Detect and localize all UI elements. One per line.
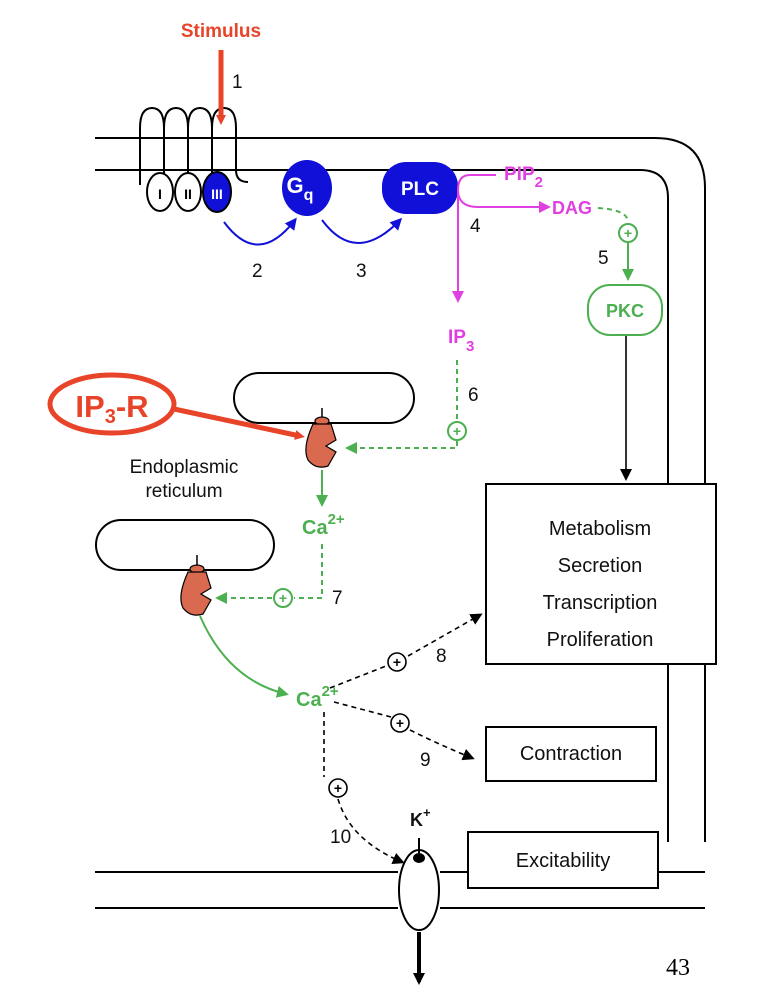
er-lower: [95, 519, 275, 571]
effect-box-cellular-processes: [485, 483, 717, 665]
arrow-gq-to-plc: [321, 217, 403, 244]
arrow-to-metabolism: [407, 613, 483, 657]
ip3r-callout-label: IP3-R: [75, 389, 148, 428]
arrow-lower-ip3r-to-ca: [199, 615, 289, 698]
step-number-7: 7: [332, 588, 343, 609]
arrow-pip2-to-ip3: [452, 174, 496, 303]
plus-circle-dag: [618, 223, 638, 243]
ip3r-callout: [47, 372, 177, 436]
arrow-to-k-channel: [337, 798, 405, 865]
plus-sign-ca: +: [279, 590, 287, 606]
gq-protein: [282, 160, 332, 216]
er-label-line2: reticulum: [145, 481, 222, 502]
plc-enzyme: [382, 162, 458, 214]
plc-label: PLC: [401, 179, 439, 200]
step-number-6: 6: [468, 385, 479, 406]
effect-transcription: Transcription: [543, 592, 658, 614]
step-number-5: 5: [598, 248, 609, 269]
dashed-plus-to-ip3r: [345, 441, 458, 454]
plus-sign-dag: +: [624, 225, 632, 241]
effect-metabolism: Metabolism: [549, 518, 651, 540]
stimulus-label: Stimulus: [181, 21, 261, 42]
cell-membrane: [95, 137, 706, 909]
k-ion-label: K+: [410, 805, 431, 830]
dashed-ca-to-plus-9: [333, 701, 392, 718]
plus-circle-ip3: [447, 421, 467, 441]
arrow-pip2-to-dag: [457, 189, 551, 213]
plus-circle-8: [387, 652, 407, 672]
step-number-8: 8: [436, 646, 447, 667]
receptor-loop-1: [146, 172, 174, 212]
receptor: I II III: [139, 106, 249, 213]
receptor-loop-2: [174, 172, 202, 212]
page-number: 43: [666, 955, 690, 981]
plus-sign-8: +: [393, 654, 401, 670]
pkc-enzyme: [587, 284, 663, 336]
er-label-line1: Endoplasmic: [130, 457, 239, 478]
plus-circle-9: [390, 713, 410, 733]
pkc-label: PKC: [606, 301, 644, 321]
ip3-receptor-upper: [305, 408, 337, 468]
effect-contraction: Contraction: [520, 743, 622, 765]
ip3-label: IP3: [448, 327, 474, 355]
step-number-3: 3: [356, 261, 367, 282]
effect-excitability: Excitability: [516, 850, 610, 872]
effect-secretion: Secretion: [558, 555, 643, 577]
plus-sign-9: +: [396, 715, 404, 731]
dag-label: DAG: [552, 198, 592, 218]
receptor-loop-1-label: I: [158, 186, 162, 202]
dashed-dag-to-plus: [597, 207, 629, 223]
ca-upper-label: Ca2+: [302, 511, 345, 539]
effect-proliferation: Proliferation: [547, 629, 654, 651]
k-channel: [398, 838, 440, 931]
ca-lower-label: Ca2+: [296, 683, 339, 711]
step-number-2: 2: [252, 261, 263, 282]
receptor-loop-3: [202, 171, 232, 213]
pip2-label: PIP2: [504, 164, 543, 191]
plus-sign-ip3: +: [453, 423, 461, 439]
ip3r-callout-arrow: [173, 406, 305, 440]
effect-box-excitability: [467, 831, 659, 889]
plus-circle-10: [328, 778, 348, 798]
step-number-1: 1: [232, 72, 243, 93]
step-number-9: 9: [420, 750, 431, 771]
effect-box-contraction: [485, 726, 657, 782]
plus-sign-10: +: [334, 780, 342, 796]
dashed-ca-to-plus-8: [329, 665, 387, 689]
receptor-loop-2-label: II: [184, 186, 192, 202]
dashed-ca-to-plus: [294, 544, 323, 599]
step-number-4: 4: [470, 216, 481, 237]
er-upper: [233, 372, 415, 424]
plus-circle-ca: [273, 588, 293, 608]
ip3-receptor-lower: [180, 555, 212, 616]
gq-label: Gq: [287, 173, 314, 204]
step-number-10: 10: [330, 827, 351, 848]
arrow-receptor-to-gq: [223, 217, 297, 246]
receptor-loop-3-label: III: [211, 186, 223, 202]
